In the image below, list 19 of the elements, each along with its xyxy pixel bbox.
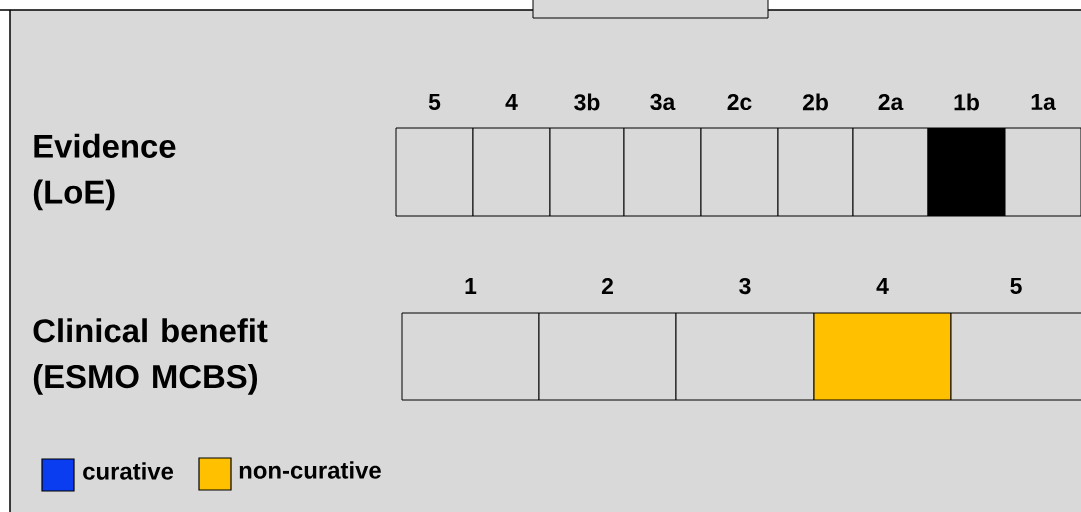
level-number: 3a — [650, 93, 676, 111]
level-number: 2b — [802, 93, 828, 111]
level-number: 4 — [505, 94, 518, 110]
level-number: 5 — [1010, 278, 1022, 294]
level-number: 2c — [727, 93, 752, 111]
level-number: 1 — [465, 278, 477, 294]
level-number: 3 — [739, 277, 751, 295]
level-number: 1a — [1031, 94, 1056, 110]
level-number: 2 — [601, 278, 613, 294]
level-number: 5 — [428, 94, 441, 110]
level-number: 2a — [878, 93, 904, 111]
level-number: 3b — [574, 93, 600, 111]
legend-label: non-curative — [239, 461, 381, 479]
row-heading: Clinical benefit (ESMO MCBS) — [33, 318, 268, 395]
level-number: 1b — [954, 93, 979, 111]
level-number: 4 — [876, 278, 889, 294]
tab-box — [532, 0, 769, 19]
row-heading: Evidence (LoE) — [33, 133, 176, 211]
legend-label: curative — [83, 462, 174, 480]
